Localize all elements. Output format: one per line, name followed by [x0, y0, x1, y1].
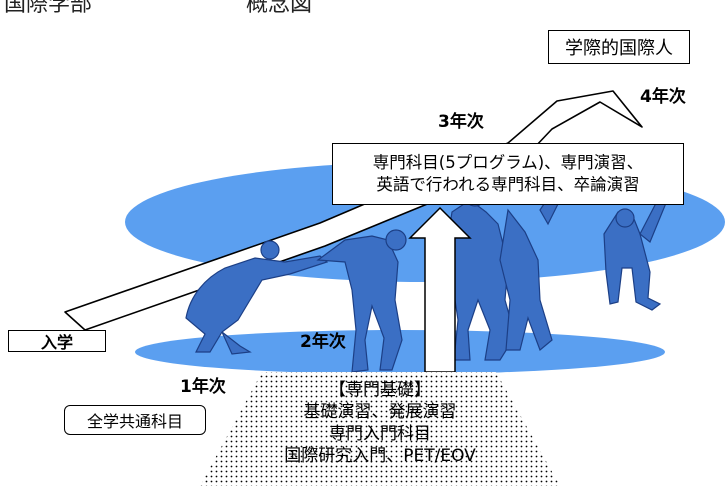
common-courses-box: 全学共通科目 — [64, 405, 206, 435]
label-year2: 2年次 — [300, 332, 346, 352]
goal-box: 学際的国際人 — [548, 30, 690, 64]
people-figures — [185, 178, 674, 373]
page-header: 国際学部 概念図 — [4, 0, 313, 17]
foundation-line3: 国際研究入門、PET/EOV — [284, 446, 476, 466]
label-year3: 3年次 — [438, 112, 484, 132]
foundation-line2: 専門入門科目 — [329, 424, 431, 444]
label-nyugaku: 入学 — [8, 330, 106, 352]
center-up-arrow — [408, 206, 472, 373]
foundation-title: 【専門基礎】 — [329, 380, 431, 400]
label-year4: 4年次 — [640, 87, 686, 107]
upper-courses-box: 専門科目(5プログラム)、専門演習、 英語で行われる専門科目、卒論演習 — [332, 143, 684, 205]
label-year1: 1年次 — [180, 377, 226, 397]
ground-ellipse — [135, 330, 665, 374]
foundation-pyramid — [200, 372, 560, 486]
foundation-line1: 基礎演習、発展演習 — [303, 402, 457, 422]
